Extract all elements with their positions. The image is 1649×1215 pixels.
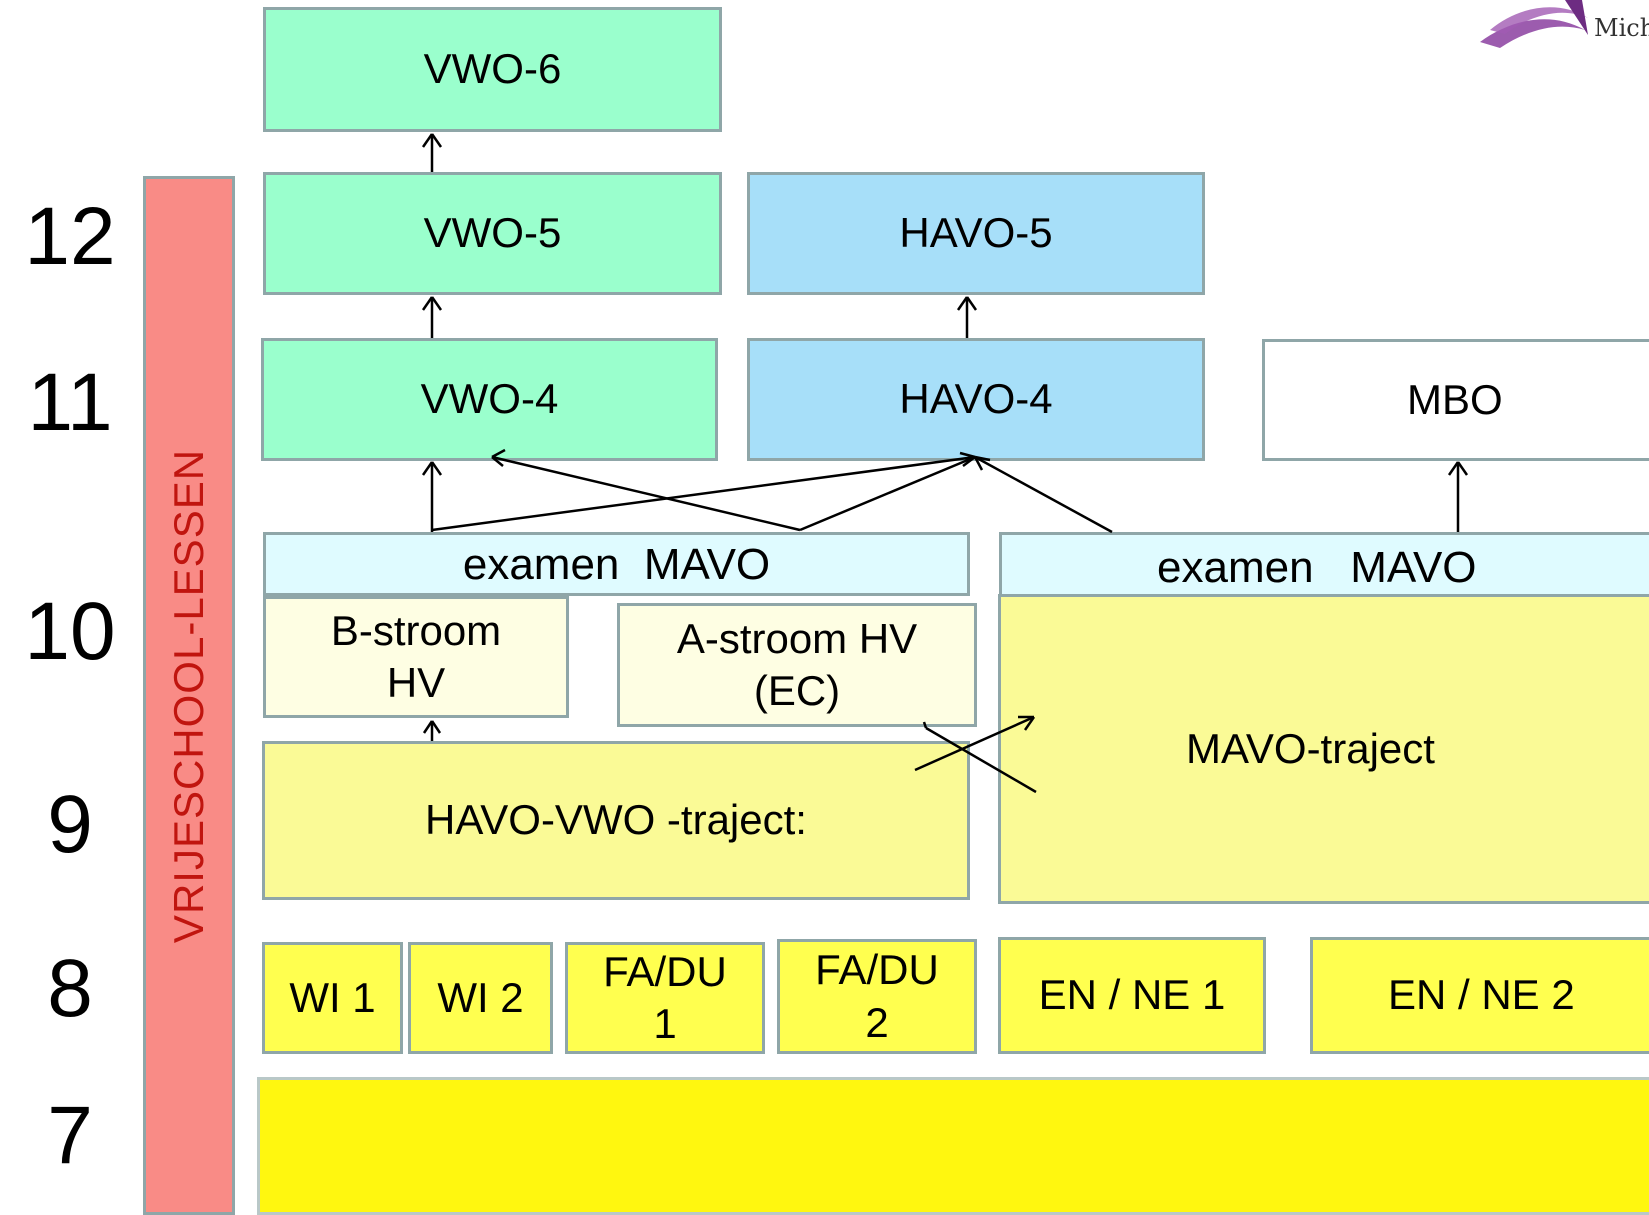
havo-4-label: HAVO-4	[899, 375, 1053, 423]
exam-mavo-left: examen MAVO	[263, 532, 970, 596]
b-stroom-box: B-stroom HV	[263, 596, 569, 718]
exam-mavo-right: examen MAVO	[999, 532, 1649, 598]
grade-10: 10	[24, 586, 116, 677]
mbo-box: MBO	[1262, 339, 1649, 461]
school-logo: Mich	[1470, 0, 1649, 60]
module-fa-du-1-label: FA/DU 1	[603, 947, 727, 1048]
module-fa-du-2: FA/DU 2	[777, 939, 977, 1054]
module-en-ne-2: EN / NE 2	[1310, 937, 1649, 1054]
grade-9: 9	[47, 779, 93, 870]
sidebar-label: VRIJESCHOOL-LESSEN	[165, 448, 212, 943]
module-en-ne-1-label: EN / NE 1	[1038, 971, 1226, 1019]
arrow-astroom-vwo4	[491, 455, 801, 532]
mavo-traject-label: MAVO-traject	[1186, 725, 1435, 772]
module-en-ne-2-label: EN / NE 2	[1388, 971, 1575, 1019]
vwo-4-box: VWO-4	[261, 338, 718, 461]
grade-11: 11	[27, 357, 113, 448]
mavo-traject-box: MAVO-traject	[998, 594, 1649, 904]
havo-5-box: HAVO-5	[747, 172, 1205, 295]
vwo-5-box: VWO-5	[263, 172, 722, 295]
havo-4-box: HAVO-4	[747, 338, 1205, 461]
vwo-4-label: VWO-4	[420, 375, 559, 423]
exam-mavo-left-label: examen MAVO	[462, 539, 771, 589]
vwo-6-label: VWO-6	[423, 45, 562, 93]
logo-text: Mich	[1594, 14, 1649, 42]
logo-swirl-icon	[1480, 0, 1588, 48]
module-wi-1-label: WI 1	[289, 973, 376, 1021]
a-stroom-box: A-stroom HV (EC)	[617, 603, 977, 727]
grade-12: 12	[24, 191, 116, 282]
havo-vwo-traject-box: HAVO-VWO -traject:	[262, 741, 970, 900]
havo-vwo-traject-label: HAVO-VWO -traject:	[425, 796, 807, 844]
module-wi-2-label: WI 2	[437, 973, 524, 1021]
vwo-6-box: VWO-6	[263, 7, 722, 132]
arrow-exam-havo4	[431, 455, 976, 532]
havo-5-label: HAVO-5	[899, 209, 1053, 257]
grade-7-block	[257, 1077, 1649, 1215]
vwo-5-label: VWO-5	[423, 209, 562, 257]
vrijeschool-lessen-bar: VRIJESCHOOL-LESSEN	[143, 176, 235, 1215]
a-stroom-label: A-stroom HV (EC)	[676, 614, 918, 715]
module-fa-du-1: FA/DU 1	[565, 942, 765, 1054]
module-fa-du-2-label: FA/DU 2	[815, 946, 939, 1046]
grade-8: 8	[47, 943, 93, 1034]
module-wi-2: WI 2	[408, 942, 553, 1054]
arrow-mavo-havo4	[974, 455, 1113, 534]
module-en-ne-1: EN / NE 1	[998, 937, 1266, 1054]
module-wi-1: WI 1	[262, 942, 403, 1054]
arrow-astroom-havo4	[799, 455, 976, 532]
mbo-label: MBO	[1407, 375, 1503, 423]
exam-mavo-right-label: examen MAVO	[1157, 543, 1477, 592]
b-stroom-label: B-stroom HV	[330, 606, 502, 707]
grade-7: 7	[47, 1090, 93, 1181]
